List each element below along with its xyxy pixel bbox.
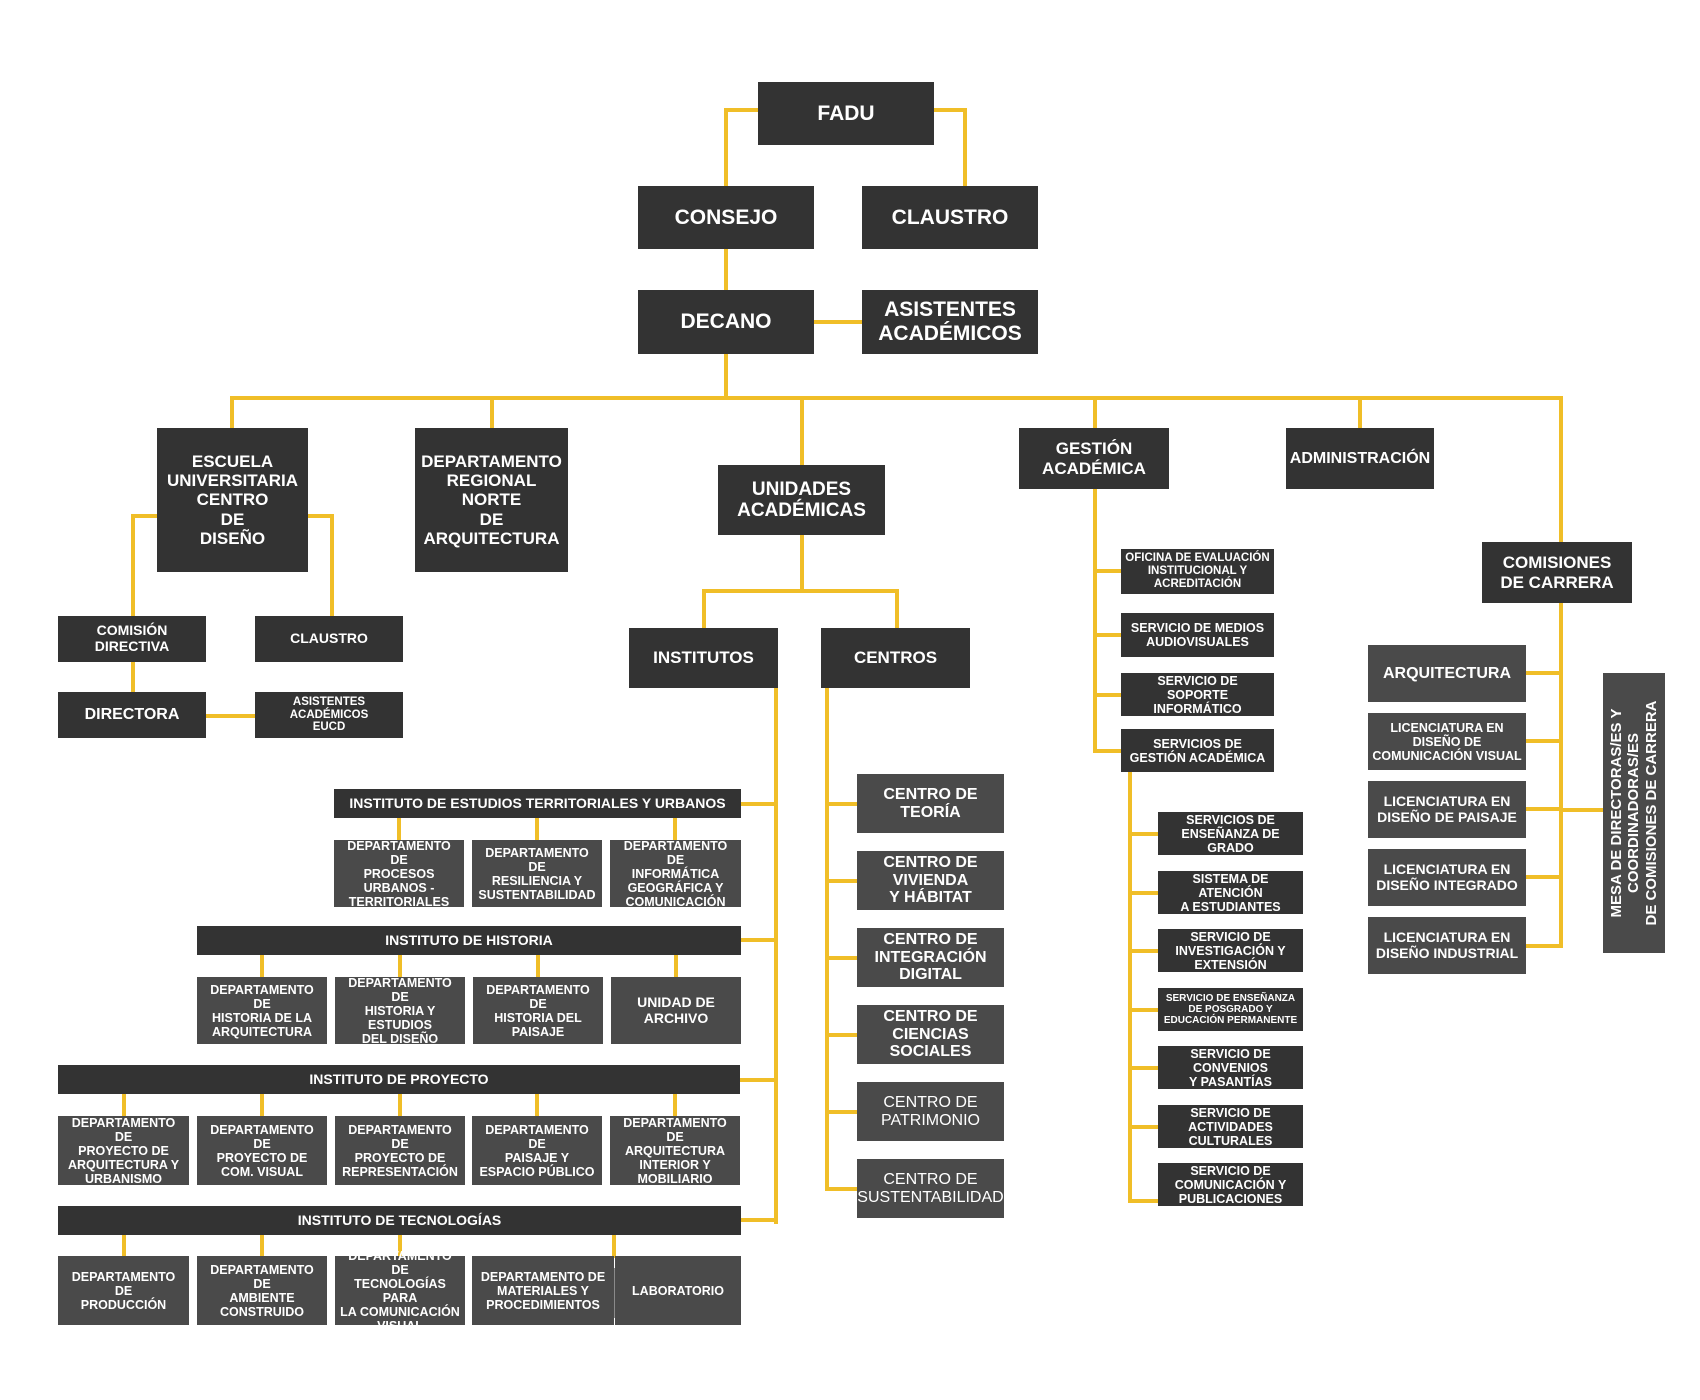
oficina-box: SERVICIO DE SOPORTE INFORMÁTICO	[1121, 673, 1274, 716]
centro-box: CENTRO DE SUSTENTABILIDAD	[857, 1159, 1004, 1218]
mesa-de-directores-box: MESA DE DIRECTORAS/ES Y COORDINADORAS/ES…	[1603, 673, 1665, 953]
decano-box: DECANO	[638, 290, 814, 354]
mesa-de-directores-label: MESA DE DIRECTORAS/ES Y COORDINADORAS/ES…	[1608, 700, 1660, 926]
department-box: DEPARTAMENTO DE PROYECTO DE REPRESENTACI…	[335, 1116, 465, 1185]
directora-box: DIRECTORA	[58, 692, 206, 738]
instituto-title: INSTITUTO DE PROYECTO	[58, 1065, 740, 1094]
connector-line	[724, 108, 760, 188]
servicio-box: SERVICIO DE ENSEÑANZA DE POSGRADO Y EDUC…	[1158, 988, 1303, 1031]
comision-directiva-box: COMISIÓN DIRECTIVA	[58, 616, 206, 662]
instituto-title: INSTITUTO DE HISTORIA	[197, 926, 741, 955]
department-box: DEPARTAMENTO DE INFORMÁTICA GEOGRÁFICA Y…	[610, 839, 741, 909]
fadu-box: FADU	[758, 82, 934, 145]
carrera-box: LICENCIATURA EN DISEÑO INDUSTRIAL	[1368, 917, 1526, 974]
carrera-box: ARQUITECTURA	[1368, 645, 1526, 702]
instituto-title: INSTITUTO DE TECNOLOGÍAS	[58, 1206, 741, 1235]
department-box: DEPARTAMENTO DE PAISAJE Y ESPACIO PÚBLIC…	[472, 1116, 602, 1185]
centro-box: CENTRO DE CIENCIAS SOCIALES	[857, 1005, 1004, 1064]
department-box: DEPARTAMENTO DE AMBIENTE CONSTRUIDO	[197, 1256, 327, 1325]
department-box: DEPARTAMENTO DE ARQUITECTURA INTERIOR Y …	[610, 1116, 740, 1186]
oficina-box: SERVICIOS DE GESTIÓN ACADÉMICA	[1121, 729, 1274, 772]
servicio-box: SERVICIO DE COMUNICACIÓN Y PUBLICACIONES	[1158, 1163, 1303, 1206]
department-box: DEPARTAMENTO DE PROYECTO DE COM. VISUAL	[197, 1116, 327, 1185]
centro-box: CENTRO DE PATRIMONIO	[857, 1082, 1004, 1141]
servicio-box: SISTEMA DE ATENCIÓN A ESTUDIANTES	[1158, 871, 1303, 914]
claustro-box: CLAUSTRO	[862, 186, 1038, 249]
comisiones-de-carrera-box: COMISIONES DE CARRERA	[1482, 542, 1632, 603]
department-box: UNIDAD DE ARCHIVO	[611, 977, 741, 1044]
connector-line	[131, 514, 159, 618]
laboratorio-box: LABORATORIO	[615, 1256, 741, 1325]
centro-box: CENTRO DE TEORÍA	[857, 774, 1004, 833]
department-box: DEPARTAMENTO DE TECNOLOGÍAS PARA LA COMU…	[335, 1249, 465, 1333]
gestion-academica-box: GESTIÓN ACADÉMICA	[1019, 428, 1169, 489]
oficina-box: OFICINA DE EVALUACIÓN INSTITUCIONAL Y AC…	[1121, 549, 1274, 594]
escuela-universitaria-box: ESCUELA UNIVERSITARIA CENTRO DE DISEÑO	[157, 428, 308, 572]
centro-box: CENTRO DE INTEGRACIÓN DIGITAL	[857, 928, 1004, 987]
department-box: DEPARTAMENTO DE PRODUCCIÓN	[58, 1256, 189, 1325]
servicio-box: SERVICIOS DE ENSEÑANZA DE GRADO	[1158, 812, 1303, 855]
department-box: DEPARTAMENTO DE PROYECTO DE ARQUITECTURA…	[58, 1116, 189, 1186]
servicio-box: SERVICIO DE ACTIVIDADES CULTURALES	[1158, 1105, 1303, 1148]
oficina-box: SERVICIO DE MEDIOS AUDIOVISUALES	[1121, 613, 1274, 657]
administracion-box: ADMINISTRACIÓN	[1286, 428, 1434, 489]
unidades-academicas-box: UNIDADES ACADÉMICAS	[718, 465, 885, 535]
department-box: DEPARTAMENTO DE HISTORIA Y ESTUDIOS DEL …	[335, 976, 465, 1046]
department-box: DEPARTAMENTO DE RESILIENCIA Y SUSTENTABI…	[472, 840, 602, 907]
department-box: DEPARTAMENTO DE PROCESOS URBANOS - TERRI…	[334, 839, 464, 909]
centros-box: CENTROS	[821, 628, 970, 688]
department-box: DEPARTAMENTO DE HISTORIA DEL PAISAJE	[473, 977, 603, 1044]
centro-box: CENTRO DE VIVIENDA Y HÁBITAT	[857, 851, 1004, 910]
carrera-box: LICENCIATURA EN DISEÑO DE PAISAJE	[1368, 781, 1526, 838]
instituto-title: INSTITUTO DE ESTUDIOS TERRITORIALES Y UR…	[334, 789, 741, 818]
carrera-box: LICENCIATURA EN DISEÑO DE COMUNICACIÓN V…	[1368, 713, 1526, 770]
asistentes-eucd-box: ASISTENTES ACADÉMICOS EUCD	[255, 692, 403, 738]
institutos-box: INSTITUTOS	[629, 628, 778, 688]
claustro-eucd-box: CLAUSTRO	[255, 616, 403, 662]
servicio-box: SERVICIO DE CONVENIOS Y PASANTÍAS	[1158, 1046, 1303, 1089]
carrera-box: LICENCIATURA EN DISEÑO INTEGRADO	[1368, 849, 1526, 906]
department-box: DEPARTAMENTO DE HISTORIA DE LA ARQUITECT…	[197, 977, 327, 1044]
box-divider	[614, 1268, 615, 1318]
asistentes-academicos-box: ASISTENTES ACADÉMICOS	[862, 290, 1038, 354]
departamento-regional-box: DEPARTAMENTO REGIONAL NORTE DE ARQUITECT…	[415, 428, 568, 572]
connector-line	[932, 108, 967, 188]
department-box: DEPARTAMENTO DE MATERIALES Y PROCEDIMIEN…	[472, 1256, 614, 1325]
connector-line	[306, 514, 334, 618]
consejo-box: CONSEJO	[638, 186, 814, 249]
servicio-box: SERVICIO DE INVESTIGACIÓN Y EXTENSIÓN	[1158, 929, 1303, 972]
